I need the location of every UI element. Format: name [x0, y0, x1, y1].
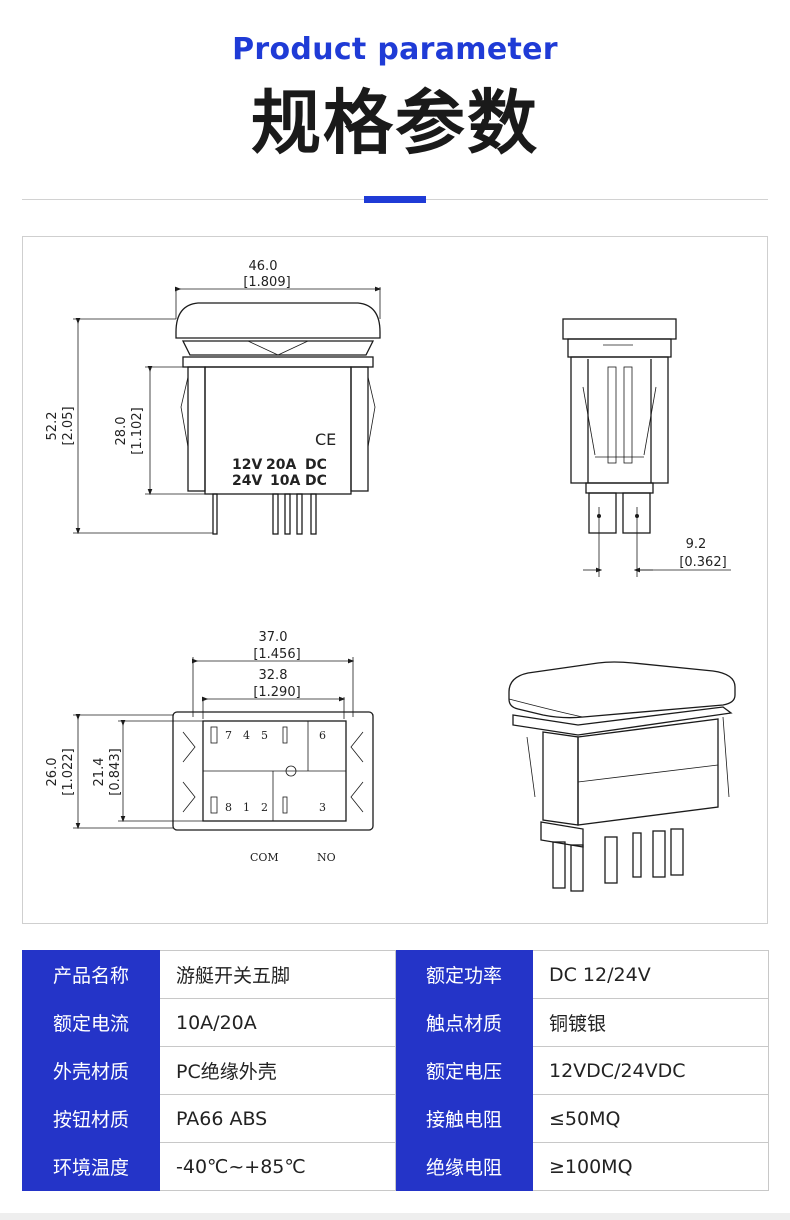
spec-label: 额定电流	[22, 998, 160, 1047]
pin-5: 5	[261, 729, 268, 742]
spec-label: 产品名称	[22, 950, 160, 999]
pin-8: 8	[225, 801, 232, 814]
spec-value: -40℃~+85℃	[159, 1142, 396, 1191]
pin-4: 4	[243, 729, 250, 742]
bottom-outer-mm: 37.0	[259, 630, 288, 645]
rating-dc-1: DC	[305, 457, 327, 473]
pin-6: 6	[319, 729, 326, 742]
spec-value: 游艇开关五脚	[159, 950, 396, 999]
spec-label: 接触电阻	[395, 1094, 533, 1143]
bottom-height-in: [1.022]	[61, 748, 76, 795]
front-width-mm: 46.0	[249, 259, 278, 274]
ce-mark: CE	[315, 430, 336, 449]
spec-value: 12VDC/24VDC	[532, 1046, 769, 1095]
spec-value: 10A/20A	[159, 998, 396, 1047]
rating-20a: 20A	[266, 457, 296, 473]
title-divider-accent	[364, 196, 426, 203]
section-subtitle: Product parameter	[232, 32, 558, 67]
spec-label: 额定电压	[395, 1046, 533, 1095]
spec-row: 额定电流 10A/20A 触点材质 铜镀银	[22, 998, 769, 1047]
rating-12v: 12V	[232, 457, 262, 473]
pin-2: 2	[261, 801, 268, 814]
spec-table: 产品名称 游艇开关五脚 额定功率 DC 12/24V 额定电流 10A/20A …	[22, 950, 769, 1191]
front-height-in: [2.05]	[61, 406, 76, 445]
bottom-border	[0, 1213, 790, 1220]
spec-row: 产品名称 游艇开关五脚 额定功率 DC 12/24V	[22, 950, 769, 999]
spec-row: 按钮材质 PA66 ABS 接触电阻 ≤50MQ	[22, 1094, 769, 1143]
isometric-view	[508, 661, 736, 892]
bottom-inner-mm: 32.8	[259, 668, 288, 683]
spec-label: 外壳材质	[22, 1046, 160, 1095]
pin-3: 3	[319, 801, 326, 814]
bottom-inner-height-mm: 21.4	[92, 758, 107, 787]
technical-drawing-svg: 46.0 [1.809] CE 12V 20A DC 24V 10A DC	[45, 259, 736, 892]
spec-label: 绝缘电阻	[395, 1142, 533, 1191]
spec-label: 环境温度	[22, 1142, 160, 1191]
spec-value: ≥100MQ	[532, 1142, 769, 1191]
pin-7: 7	[225, 729, 232, 742]
no-label: NO	[317, 851, 336, 864]
side-pitch-in: [0.362]	[679, 555, 726, 570]
spec-label: 按钮材质	[22, 1094, 160, 1143]
rating-dc-2: DC	[305, 473, 327, 489]
section-title: 规格参数	[251, 82, 539, 164]
front-view: 46.0 [1.809] CE 12V 20A DC 24V 10A DC	[45, 259, 382, 535]
front-height-mm: 52.2	[45, 412, 60, 441]
front-width-in: [1.809]	[243, 275, 290, 290]
spec-label: 触点材质	[395, 998, 533, 1047]
side-pitch-mm: 9.2	[686, 537, 707, 552]
technical-drawing: 46.0 [1.809] CE 12V 20A DC 24V 10A DC	[22, 236, 768, 924]
spec-value: PC绝缘外壳	[159, 1046, 396, 1095]
spec-label: 额定功率	[395, 950, 533, 999]
front-body-in: [1.102]	[130, 407, 145, 454]
spec-value: PA66 ABS	[159, 1094, 396, 1143]
bottom-height-mm: 26.0	[45, 758, 60, 787]
bottom-outer-in: [1.456]	[253, 647, 300, 662]
front-body-mm: 28.0	[114, 417, 129, 446]
side-view: 9.2 [0.362]	[562, 318, 731, 577]
bottom-view: 37.0 [1.456] 32.8 [1.290] 7 4 5 6 8 1	[45, 630, 374, 864]
rating-10a: 10A	[270, 473, 300, 489]
bottom-inner-height-in: [0.843]	[108, 748, 123, 795]
spec-value: DC 12/24V	[532, 950, 769, 999]
com-label: COM	[250, 851, 279, 864]
spec-value: 铜镀银	[532, 998, 769, 1047]
spec-row: 环境温度 -40℃~+85℃ 绝缘电阻 ≥100MQ	[22, 1142, 769, 1191]
spec-row: 外壳材质 PC绝缘外壳 额定电压 12VDC/24VDC	[22, 1046, 769, 1095]
bottom-inner-in: [1.290]	[253, 685, 300, 700]
rating-24v: 24V	[232, 473, 262, 489]
pin-1: 1	[243, 801, 250, 814]
spec-value: ≤50MQ	[532, 1094, 769, 1143]
